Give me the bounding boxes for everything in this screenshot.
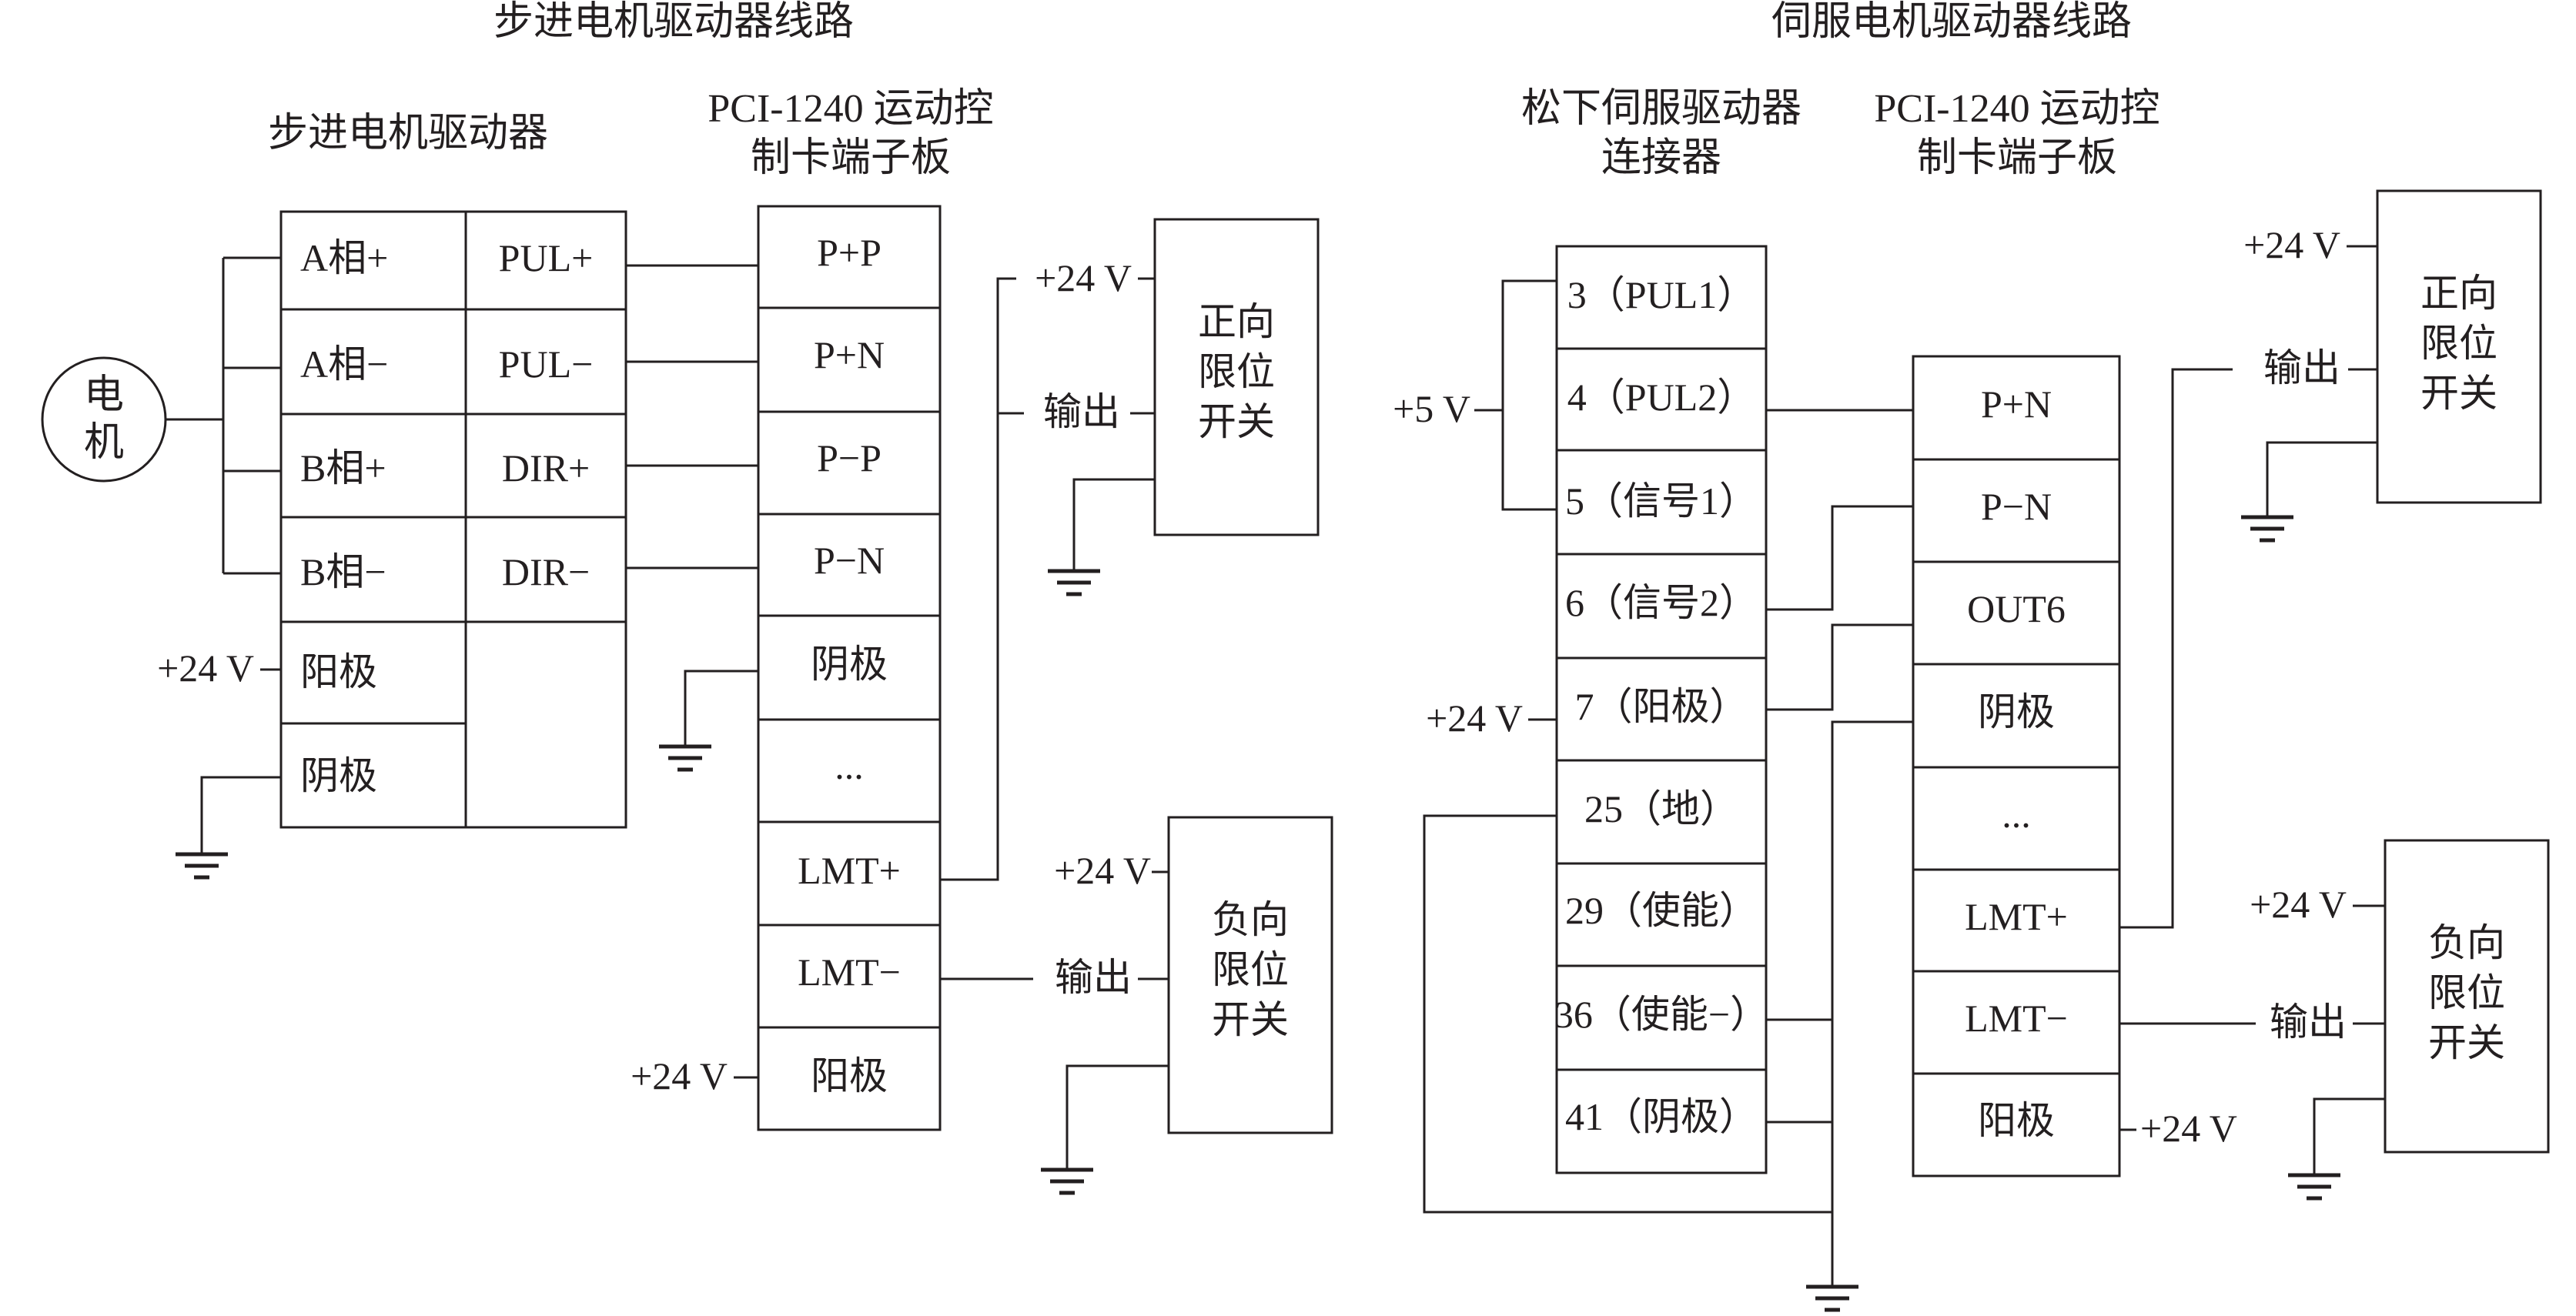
stepper-card-cell-ppp: P+P: [817, 231, 882, 274]
servo-negative-switch-name-3: 开关: [2428, 1021, 2505, 1064]
ground-icon: [2288, 1097, 2385, 1201]
servo-pin-41: 41（阴极）: [1565, 1095, 1758, 1138]
servo-pin-3: 3（PUL1）: [1567, 273, 1755, 316]
ground-icon: [659, 670, 758, 772]
driver-cell-b-plus: B相+: [300, 446, 386, 489]
servo-title: 伺服电机驱动器线路: [1771, 0, 2132, 44]
stepper-card-header-line1: PCI-1240 运动控: [708, 87, 993, 131]
servo-card-cell-lmt-minus: LMT−: [1965, 997, 2068, 1040]
servo-positive-limit-switch: [2376, 189, 2542, 504]
servo-card-header-line1: PCI-1240 运动控: [1874, 87, 2159, 131]
servo-negative-switch-name-1: 负向: [2428, 921, 2505, 964]
stepper-negative-switch-name-2: 限位: [1212, 948, 1289, 991]
stepper-driver-box: [279, 210, 627, 829]
stepper-card-header-line2: 制卡端子板: [751, 136, 951, 180]
servo-card-cell-anode: 阳极: [1978, 1099, 2055, 1142]
servo-section: 伺服电机驱动器线路 松下伺服驱动器 连接器 PCI-1240 运动控 制卡端子板…: [1393, 0, 2550, 1312]
servo-pin7-supply-label: +24 V: [1426, 696, 1523, 740]
connector-card-wires: [1423, 409, 1913, 1285]
servo-card-cell-out6: OUT6: [1967, 587, 2066, 630]
stepper-card-cell-anode: 阳极: [811, 1054, 888, 1097]
servo-pin-5: 5（信号1）: [1565, 479, 1758, 523]
stepper-card-cell-lmt-plus: LMT+: [798, 849, 901, 892]
stepper-section: 步进电机驱动器线路 步进电机驱动器 PCI-1240 运动控 制卡端子板 电 机…: [41, 0, 1333, 1195]
stepper-card-box: [757, 205, 942, 1131]
servo-pin-6: 6（信号2）: [1565, 581, 1758, 624]
driver-cell-a-plus: A相+: [300, 236, 388, 279]
driver-cell-cathode: 阴极: [300, 754, 377, 797]
stepper-negative-switch-name-3: 开关: [1212, 998, 1289, 1041]
motor-wires: [166, 256, 281, 575]
servo-negative-switch-output-label: 输出: [2270, 1000, 2347, 1044]
servo-positive-switch-name-3: 开关: [2420, 372, 2497, 415]
stepper-negative-switch-supply-label: +24 V: [1054, 849, 1151, 892]
servo-pin-7: 7（阳极）: [1575, 685, 1748, 728]
stepper-positive-switch-name-3: 开关: [1198, 400, 1275, 443]
servo-card-cell-cathode: 阴极: [1978, 690, 2055, 733]
driver-card-wires: [626, 264, 758, 569]
driver-cell-dir-plus: DIR+: [502, 446, 590, 489]
stepper-card-anode-supply-label: +24 V: [631, 1054, 728, 1097]
servo-card-cell-pn: P+N: [1981, 382, 2052, 426]
motor-label-line2: 机: [84, 421, 124, 465]
servo-positive-switch-output-label: 输出: [2263, 346, 2340, 389]
stepper-positive-switch-supply-label: +24 V: [1035, 256, 1132, 299]
servo-connector-header-line2: 连接器: [1601, 136, 1721, 180]
driver-cell-pul-plus: PUL+: [499, 236, 594, 279]
servo-pin-25: 25（地）: [1584, 787, 1738, 830]
servo-card-header-line2: 制卡端子板: [1917, 136, 2117, 180]
servo-negative-switch-supply-label: +24 V: [2250, 883, 2347, 926]
servo-card-box: [1912, 355, 2121, 1177]
servo-plus5-label: +5 V: [1393, 387, 1470, 430]
stepper-positive-switch-output-label: 输出: [1043, 390, 1120, 433]
servo-negative-limit-switch: [2384, 839, 2550, 1154]
stepper-negative-switch-name-1: 负向: [1212, 898, 1289, 941]
servo-card-anode-supply-label: +24 V: [2140, 1107, 2237, 1150]
servo-positive-switch-name-2: 限位: [2420, 322, 2497, 365]
servo-negative-switch-name-2: 限位: [2428, 971, 2505, 1014]
stepper-card-cell-pmp: P−P: [817, 436, 882, 479]
stepper-positive-switch-name-1: 正向: [1198, 300, 1275, 343]
servo-card-cell-mn: P−N: [1981, 485, 2052, 528]
driver-anode-supply-label: +24 V: [157, 646, 254, 690]
driver-cell-pul-minus: PUL−: [499, 342, 594, 386]
servo-connector-header-line1: 松下伺服驱动器: [1521, 87, 1802, 131]
stepper-driver-header: 步进电机驱动器: [268, 112, 548, 155]
servo-pin-4: 4（PUL2）: [1567, 376, 1755, 419]
stepper-card-cell-cathode: 阴极: [811, 643, 888, 686]
ground-icon: [1041, 1064, 1169, 1195]
stepper-negative-limit-switch: [1167, 816, 1333, 1134]
driver-cell-anode: 阳极: [300, 650, 377, 693]
stepper-card-cell-ppn: P+N: [814, 333, 885, 376]
ground-icon: [1806, 1284, 1858, 1312]
servo-pin-36: 36（使能−）: [1554, 993, 1768, 1036]
stepper-positive-limit-switch: [1153, 218, 1320, 536]
ground-icon: [2241, 441, 2377, 543]
stepper-negative-switch-output-label: 输出: [1055, 956, 1132, 999]
stepper-positive-switch-name-2: 限位: [1198, 350, 1275, 393]
ground-icon: [176, 776, 281, 880]
stepper-card-cell-ellipsis: ...: [835, 744, 864, 787]
servo-connector-box: [1555, 245, 1768, 1174]
servo-positive-switch-name-1: 正向: [2420, 272, 2497, 315]
stepper-title: 步进电机驱动器线路: [493, 0, 854, 44]
stepper-card-cell-pmn: P−N: [814, 539, 885, 582]
servo-card-cell-ellipsis: ...: [2002, 793, 2031, 836]
servo-card-cell-lmt-plus: LMT+: [1965, 895, 2068, 938]
servo-positive-switch-supply-label: +24 V: [2243, 223, 2340, 266]
stepper-card-cell-lmt-minus: LMT−: [798, 950, 901, 994]
servo-pin-29: 29（使能）: [1565, 889, 1758, 932]
ground-icon: [1048, 478, 1155, 596]
driver-cell-a-minus: A相−: [300, 342, 388, 386]
driver-cell-b-minus: B相−: [300, 550, 386, 593]
motor-label-line1: 电: [84, 373, 124, 417]
driver-cell-dir-minus: DIR−: [502, 550, 590, 593]
